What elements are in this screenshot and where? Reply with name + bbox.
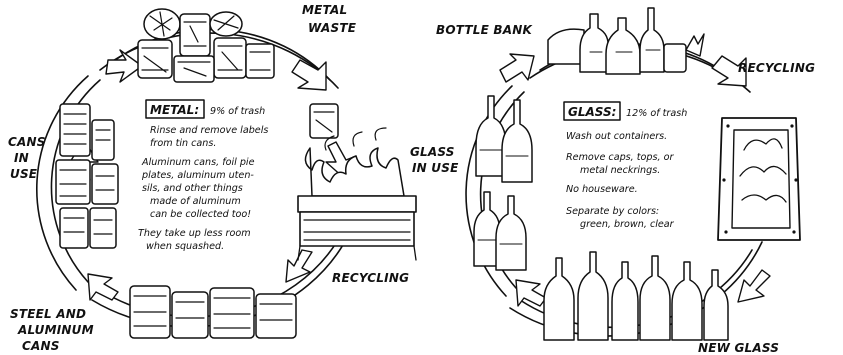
glass-cycle-arrows [499, 53, 771, 307]
metal-steel-aluminum-cans-icon [129, 285, 297, 339]
glass-info-text: GLASS: 12% of trash Wash out containers.… [563, 101, 687, 230]
glass-in-use-label: GLASS [410, 145, 455, 159]
glass-body-line: metal neckrings. [580, 165, 660, 176]
steel-aluminum-label-2: ALUMINUM [17, 323, 94, 337]
metal-body-line: when squashed. [146, 241, 224, 252]
metal-body-line: Aluminum cans, foil pie [141, 157, 255, 168]
steel-aluminum-label-3: CANS [22, 339, 60, 353]
glass-body-line: Remove caps, tops, or [566, 152, 674, 163]
metal-body-line: plates, aluminum uten- [141, 170, 254, 181]
metal-arrow-top-left-icon [105, 49, 143, 83]
metal-body-lines: Rinse and remove labels from tin cans. Alu… [138, 125, 268, 252]
cans-in-use-label: CANS [8, 135, 46, 149]
metal-body-line: They take up less room [138, 228, 251, 239]
glass-recycling-label: RECYCLING [738, 61, 815, 75]
glass-body-lines: Wash out containers. Remove caps, tops, o… [566, 131, 675, 230]
glass-arrow-top-right-icon [711, 55, 747, 87]
glass-body-line: No houseware. [566, 184, 638, 195]
glass-cycle: GLASS: 12% of trash Wash out containers.… [410, 7, 815, 355]
glass-title-rest: 12% of trash [626, 108, 687, 119]
glass-arrow-top-left-icon [499, 53, 535, 83]
metal-body-line: from tin cans. [150, 138, 216, 149]
cans-in-use-label-2: IN [14, 151, 29, 165]
glass-arrow-bottom-right-icon [737, 269, 771, 303]
glass-title-box [563, 101, 621, 121]
glass-body-line: green, brown, clear [580, 219, 675, 230]
metal-title-box [145, 99, 205, 119]
glass-in-use-label-2: IN USE [412, 161, 459, 175]
metal-waste-label: METAL [302, 3, 347, 17]
metal-title: METAL: [150, 103, 199, 117]
metal-arrow-top-right-icon [291, 59, 327, 91]
glass-body-line: Separate by colors: [566, 206, 659, 217]
bottle-bank-label: BOTTLE BANK [436, 23, 533, 37]
metal-title-rest: 9% of trash [210, 106, 265, 117]
glass-title: GLASS: [568, 105, 616, 119]
metal-arrow-bottom-left-icon [87, 273, 119, 301]
glass-body-line: Wash out containers. [566, 131, 667, 142]
glass-arrow-bottom-left-icon [515, 279, 547, 307]
metal-arrow-bottom-right-icon [285, 249, 313, 283]
metal-waste-pile-icon [137, 8, 275, 83]
metal-body-line: made of aluminum [150, 196, 241, 207]
metal-body-line: Rinse and remove labels [150, 125, 268, 136]
steel-aluminum-label: STEEL AND [10, 307, 86, 321]
metal-waste-label-2: WASTE [308, 21, 357, 35]
glass-bottle-bank-icon [547, 7, 705, 75]
metal-body-line: can be collected too! [150, 209, 251, 220]
metal-cycle: METAL: 9% of trash Rinse and remove labe… [8, 3, 417, 353]
metal-body-line: sils, and other things [142, 183, 243, 194]
metal-recycling-label: RECYCLING [332, 271, 409, 285]
glass-recycling-tank-icon [717, 117, 801, 241]
cans-in-use-label-3: USE [10, 167, 38, 181]
glass-in-use-bottles-icon [473, 95, 533, 271]
metal-info-text: METAL: 9% of trash Rinse and remove labe… [138, 99, 268, 252]
metal-recycling-furnace-icon [297, 103, 417, 261]
glass-new-bottles-icon [543, 251, 729, 341]
new-glass-label: NEW GLASS [698, 341, 779, 355]
metal-cans-in-use-icon [55, 103, 119, 249]
